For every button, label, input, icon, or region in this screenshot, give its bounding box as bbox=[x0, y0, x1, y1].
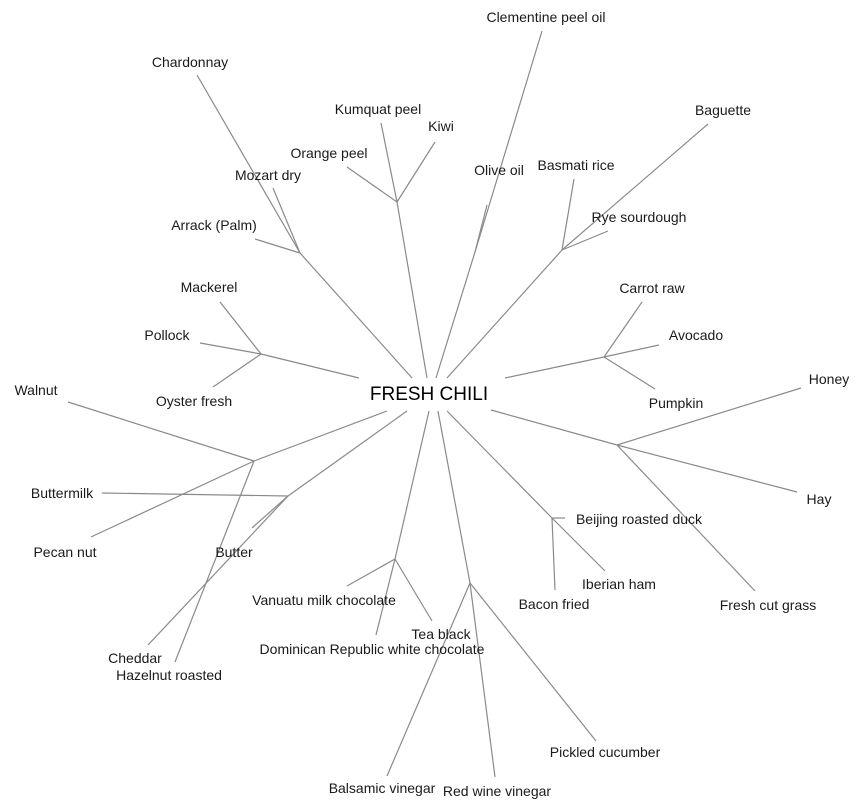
leaf-label-hay: Hay bbox=[807, 491, 832, 507]
leaf-label-kumquat-peel: Kumquat peel bbox=[335, 101, 421, 117]
edge-root-to-meats bbox=[446, 410, 553, 519]
leaf-label-arrack-palm: Arrack (Palm) bbox=[171, 217, 257, 233]
leaf-label-clementine-peel-oil: Clementine peel oil bbox=[486, 9, 605, 25]
edge-kumquat-peel bbox=[380, 122, 398, 203]
edge-root-to-citrus-fruit bbox=[396, 201, 428, 379]
leaf-label-mozart-dry: Mozart dry bbox=[235, 167, 301, 183]
leaf-label-hazelnut-roasted: Hazelnut roasted bbox=[116, 667, 222, 683]
edge-bacon-fried bbox=[551, 517, 556, 591]
edge-root-to-seafood bbox=[260, 353, 360, 379]
edge-pickled-cucumber bbox=[469, 582, 597, 742]
edge-carrot-raw bbox=[603, 301, 643, 358]
leaf-label-cheddar: Cheddar bbox=[108, 650, 162, 666]
leaf-label-kiwi: Kiwi bbox=[428, 118, 454, 134]
leaf-label-balsamic-vinegar: Balsamic vinegar bbox=[329, 780, 436, 796]
leaf-label-olive-oil: Olive oil bbox=[474, 162, 524, 178]
edge-root-to-oils bbox=[435, 251, 476, 379]
edge-root-to-vinegars-pickles bbox=[437, 410, 471, 584]
leaf-label-orange-peel: Orange peel bbox=[290, 145, 367, 161]
edge-olive-oil bbox=[474, 204, 488, 253]
edge-balsamic-vinegar bbox=[386, 582, 471, 777]
leaf-label-mackerel: Mackerel bbox=[181, 279, 238, 295]
leaf-label-baguette: Baguette bbox=[695, 102, 751, 118]
edge-pollock bbox=[199, 342, 262, 355]
edge-root-to-breads-grains bbox=[446, 249, 563, 379]
leaf-label-chardonnay: Chardonnay bbox=[152, 54, 228, 70]
edge-basmati-rice bbox=[561, 178, 575, 251]
leaf-label-beijing-roasted-duck: Beijing roasted duck bbox=[576, 511, 703, 527]
edge-dominican-republic-white-chocolate bbox=[375, 558, 396, 636]
leaf-label-pecan-nut: Pecan nut bbox=[33, 544, 96, 560]
edge-root-to-grassy-sweet bbox=[490, 409, 618, 446]
edge-root-to-chocolate-tea bbox=[394, 410, 430, 560]
leaf-label-pollock: Pollock bbox=[144, 327, 190, 343]
edge-tea-black bbox=[394, 558, 433, 622]
edge-root-to-nuts bbox=[253, 410, 388, 462]
edge-fresh-cut-grass bbox=[616, 444, 756, 592]
leaf-label-bacon-fried: Bacon fried bbox=[519, 596, 590, 612]
edge-avocado bbox=[603, 344, 660, 358]
leaf-label-walnut: Walnut bbox=[14, 382, 57, 398]
leaf-label-tea-black: Tea black bbox=[411, 626, 471, 642]
leaf-label-rye-sourdough: Rye sourdough bbox=[592, 209, 687, 225]
leaf-label-buttermilk: Buttermilk bbox=[31, 485, 94, 501]
leaf-label-avocado: Avocado bbox=[669, 327, 723, 343]
leaf-label-butter: Butter bbox=[215, 544, 253, 560]
edge-iberian-ham bbox=[551, 517, 606, 572]
edge-clementine-peel-oil bbox=[474, 30, 543, 253]
edge-orange-peel bbox=[346, 166, 398, 203]
leaf-label-carrot-raw: Carrot raw bbox=[619, 280, 685, 296]
edge-mozart-dry bbox=[272, 187, 301, 254]
leaf-label-dominican-republic-white-chocolate: Dominican Republic white chocolate bbox=[260, 641, 485, 657]
leaf-label-red-wine-vinegar: Red wine vinegar bbox=[443, 783, 552, 799]
leaf-label-basmati-rice: Basmati rice bbox=[537, 157, 614, 173]
root-node-label: FRESH CHILI bbox=[370, 384, 488, 405]
edge-butter bbox=[251, 495, 289, 529]
edge-root-to-vegetables bbox=[504, 356, 605, 379]
edge-honey bbox=[616, 387, 802, 446]
leaf-label-honey: Honey bbox=[809, 371, 849, 387]
leaf-label-pickled-cucumber: Pickled cucumber bbox=[550, 744, 661, 760]
edge-cheddar bbox=[147, 495, 289, 646]
edges-layer bbox=[67, 30, 802, 778]
edge-chardonnay bbox=[196, 74, 301, 254]
edge-red-wine-vinegar bbox=[469, 582, 496, 778]
edge-kiwi bbox=[396, 141, 436, 203]
leaf-label-oyster-fresh: Oyster fresh bbox=[156, 393, 232, 409]
leaf-label-iberian-ham: Iberian ham bbox=[582, 576, 656, 592]
edge-arrack-palm bbox=[254, 238, 301, 254]
edge-hazelnut-roasted bbox=[174, 460, 255, 663]
edge-buttermilk bbox=[101, 492, 289, 497]
edge-rye-sourdough bbox=[561, 230, 609, 251]
edge-root-to-dairy bbox=[287, 410, 408, 497]
leaf-label-vanuatu-milk-chocolate: Vanuatu milk chocolate bbox=[252, 592, 396, 608]
edge-pecan-nut bbox=[90, 460, 255, 538]
edge-oyster-fresh bbox=[212, 353, 262, 388]
edge-root-to-wine-spirits bbox=[299, 252, 413, 379]
edge-vanuatu-milk-chocolate bbox=[346, 558, 396, 587]
edge-walnut bbox=[67, 401, 255, 462]
leaf-label-fresh-cut-grass: Fresh cut grass bbox=[720, 597, 816, 613]
leaf-label-pumpkin: Pumpkin bbox=[649, 395, 703, 411]
edge-pumpkin bbox=[603, 356, 656, 390]
edge-hay bbox=[616, 444, 798, 493]
edge-baguette bbox=[561, 123, 709, 251]
edge-mackerel bbox=[219, 301, 262, 355]
